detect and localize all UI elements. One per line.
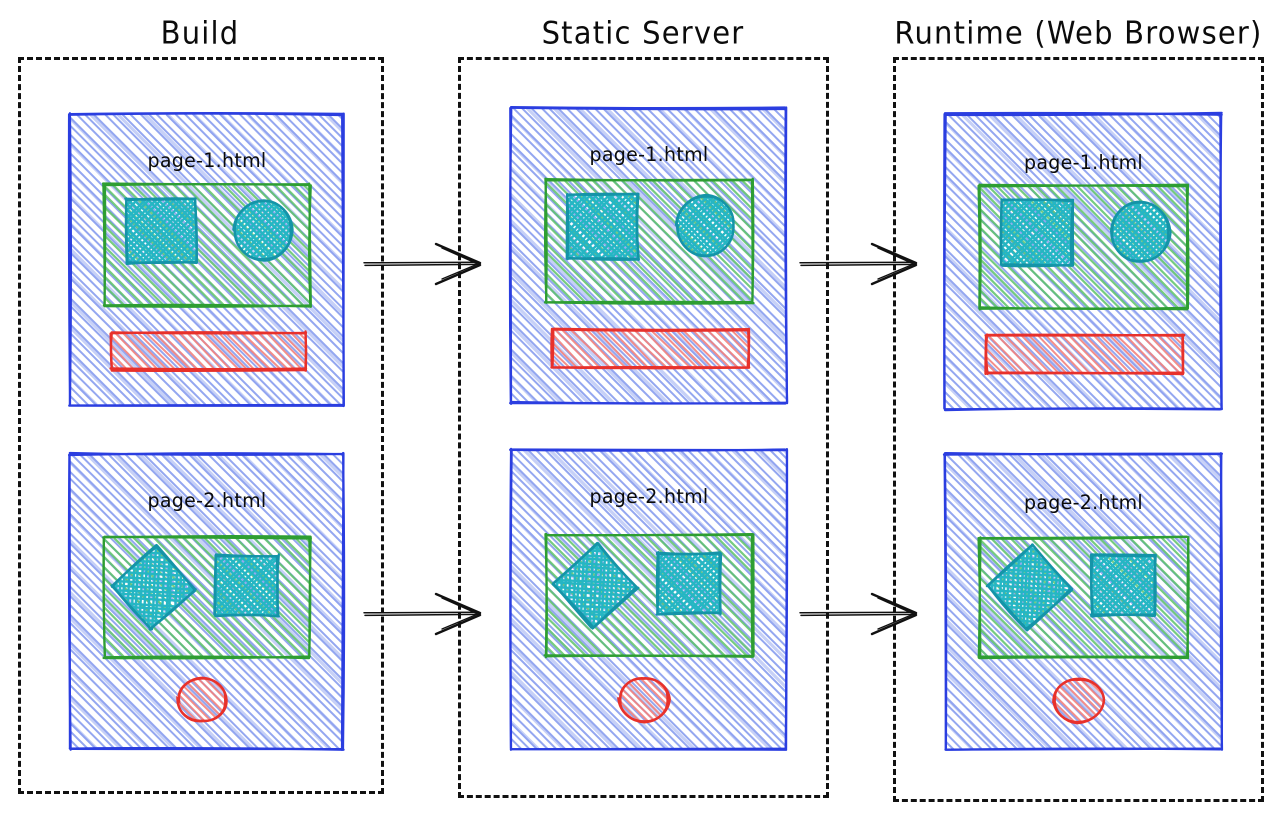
flow-arrow-server-to-browser-row1: [798, 232, 918, 296]
page-card-build-page-1[interactable]: page-1.html: [67, 112, 346, 408]
page-card-browser-page-2[interactable]: page-2.html: [942, 452, 1224, 752]
column-title-static-server: Static Server: [541, 14, 745, 52]
region-panel-runtime: [893, 57, 1264, 802]
page-card-server-page-1[interactable]: page-1.html: [508, 106, 789, 406]
page-card-browser-page-1[interactable]: page-1.html: [943, 111, 1224, 412]
region-panel-build: [18, 57, 384, 794]
page-card-label: page-2.html: [1023, 491, 1144, 515]
page-card-label: page-1.html: [589, 143, 709, 167]
column-title-runtime: Runtime (Web Browser): [894, 14, 1263, 52]
column-title-build: Build: [160, 14, 240, 52]
page-card-label: page-1.html: [147, 149, 267, 173]
flow-arrow-server-to-browser-row2: [798, 582, 918, 646]
page-card-label: page-2.html: [147, 489, 267, 513]
page-card-label: page-1.html: [1023, 151, 1144, 175]
flow-arrow-build-to-server-row2: [362, 582, 482, 646]
page-card-build-page-2[interactable]: page-2.html: [67, 451, 346, 752]
flow-arrow-build-to-server-row1: [362, 232, 482, 296]
region-panel-static-server: [458, 57, 829, 798]
page-card-server-page-2[interactable]: page-2.html: [509, 447, 789, 752]
page-card-label: page-2.html: [589, 485, 709, 509]
